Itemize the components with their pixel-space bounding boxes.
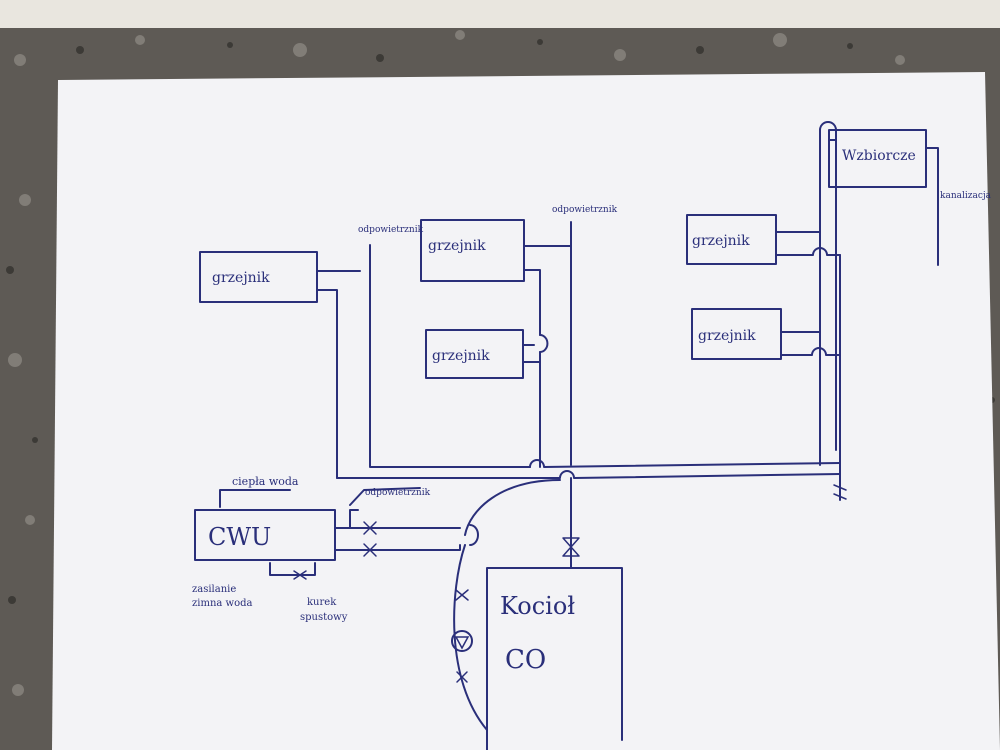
cold-water-label: zimna woda <box>192 598 253 609</box>
drain-valve-label-2: spustowy <box>300 612 348 623</box>
heating-pipes <box>316 121 847 731</box>
radiator-left: grzejnik <box>199 251 318 303</box>
radiator-middle-center-label: grzejnik <box>432 348 490 364</box>
expansion-vessel: Wzbiorcze kanalizacja <box>828 129 992 266</box>
boiler-label-kociol: Kocioł <box>500 592 575 620</box>
hot-water-tank-cwu: CWU ciepła woda zasilanie zimna woda kur… <box>192 475 348 623</box>
cwu-label: CWU <box>208 523 271 551</box>
radiator-middle-center: grzejnik <box>425 329 524 379</box>
boiler-label-co: CO <box>505 645 546 675</box>
radiator-right-middle-label: grzejnik <box>698 328 756 344</box>
air-vent-label-left: odpowietrznik <box>358 225 424 235</box>
radiator-right-top: grzejnik <box>686 214 777 265</box>
expansion-vessel-label: Wzbiorcze <box>842 148 916 164</box>
drain-valve-label-1: kurek <box>307 597 337 608</box>
sewer-label: kanalizacja <box>940 191 992 201</box>
radiator-right-middle: grzejnik <box>691 308 782 360</box>
radiator-right-top-label: grzejnik <box>692 233 750 249</box>
supply-label: zasilanie <box>192 584 236 595</box>
air-vent-label-bottom: odpowietrznik <box>365 488 431 498</box>
boiler-co: Kocioł CO <box>486 567 623 750</box>
radiator-left-label: grzejnik <box>212 270 270 286</box>
hot-water-label: ciepła woda <box>232 475 299 488</box>
air-vent-label-right: odpowietrznik <box>552 205 618 215</box>
radiator-top-center: grzejnik <box>420 219 525 282</box>
paper-sheet <box>52 72 1000 750</box>
radiator-top-center-label: grzejnik <box>428 238 486 254</box>
